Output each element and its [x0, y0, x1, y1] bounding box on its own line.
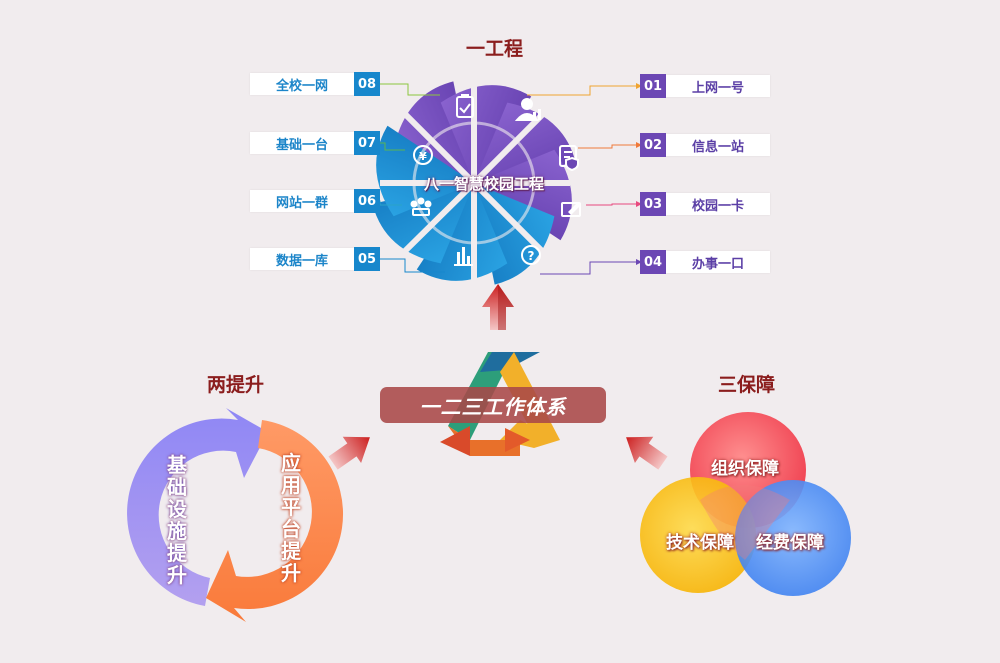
- venn-diagram: [640, 412, 851, 596]
- item-label: 校园一卡: [666, 193, 770, 215]
- item-08: 全校一网 08: [250, 72, 380, 96]
- cycle-right-arrow: [206, 420, 344, 622]
- item-number: 02: [640, 133, 666, 157]
- cycle-left-text: 基础设施提升: [167, 453, 187, 587]
- arrow-from-left: [328, 436, 370, 470]
- item-01: 01 上网一号: [640, 74, 770, 98]
- venn-left-label: 技术保障: [666, 533, 734, 553]
- cycle-left-arrow: [127, 408, 268, 606]
- clipboard-check-icon: [456, 94, 474, 118]
- item-label: 信息一站: [666, 134, 770, 156]
- cycle-diagram: [127, 408, 344, 622]
- item-07: 基础一台 07: [250, 131, 380, 155]
- hub-label: 八一智慧校园工程: [424, 175, 545, 193]
- item-number: 07: [354, 131, 380, 155]
- venn-circle-left: [640, 477, 756, 593]
- arrow-from-right: [626, 436, 668, 470]
- item-label: 全校一网: [250, 73, 354, 95]
- item-06: 网站一群 06: [250, 189, 380, 213]
- item-number: 08: [354, 72, 380, 96]
- item-label: 数据一库: [250, 248, 354, 270]
- yuan-icon: ¥: [413, 145, 433, 165]
- center-banner: [380, 387, 606, 423]
- svg-text:?: ?: [528, 249, 535, 263]
- venn-right-label: 经费保障: [756, 533, 824, 553]
- title-top: 一工程: [466, 38, 524, 60]
- hub-wheel: ? ¥: [372, 80, 581, 290]
- question-icon: ?: [521, 245, 541, 265]
- item-04: 04 办事一口: [640, 250, 770, 274]
- document-shield-icon: [559, 145, 579, 172]
- item-02: 02 信息一站: [640, 133, 770, 157]
- title-left: 两提升: [207, 374, 265, 396]
- arrow-up: [482, 284, 514, 330]
- petal-08: [376, 125, 474, 217]
- svg-text:¥: ¥: [419, 150, 427, 163]
- item-label: 上网一号: [666, 75, 770, 97]
- team-meeting-icon: [410, 197, 432, 216]
- item-label: 办事一口: [666, 251, 770, 273]
- bar-chart-icon: [454, 247, 473, 266]
- venn-top-label: 组织保障: [711, 459, 779, 479]
- item-number: 03: [640, 192, 666, 216]
- cycle-right-text: 应用平台提升: [281, 451, 301, 585]
- venn-circle-right: [735, 480, 851, 596]
- item-05: 数据一库 05: [250, 247, 380, 271]
- item-number: 01: [640, 74, 666, 98]
- title-right: 三保障: [718, 374, 776, 396]
- user-chart-icon: [514, 98, 541, 121]
- item-number: 06: [354, 189, 380, 213]
- item-03: 03 校园一卡: [640, 192, 770, 216]
- item-number: 04: [640, 250, 666, 274]
- item-label: 网站一群: [250, 190, 354, 212]
- item-label: 基础一台: [250, 132, 354, 154]
- edit-card-icon: [561, 202, 581, 217]
- center-banner-text: 一二三工作体系: [419, 394, 567, 419]
- item-number: 05: [354, 247, 380, 271]
